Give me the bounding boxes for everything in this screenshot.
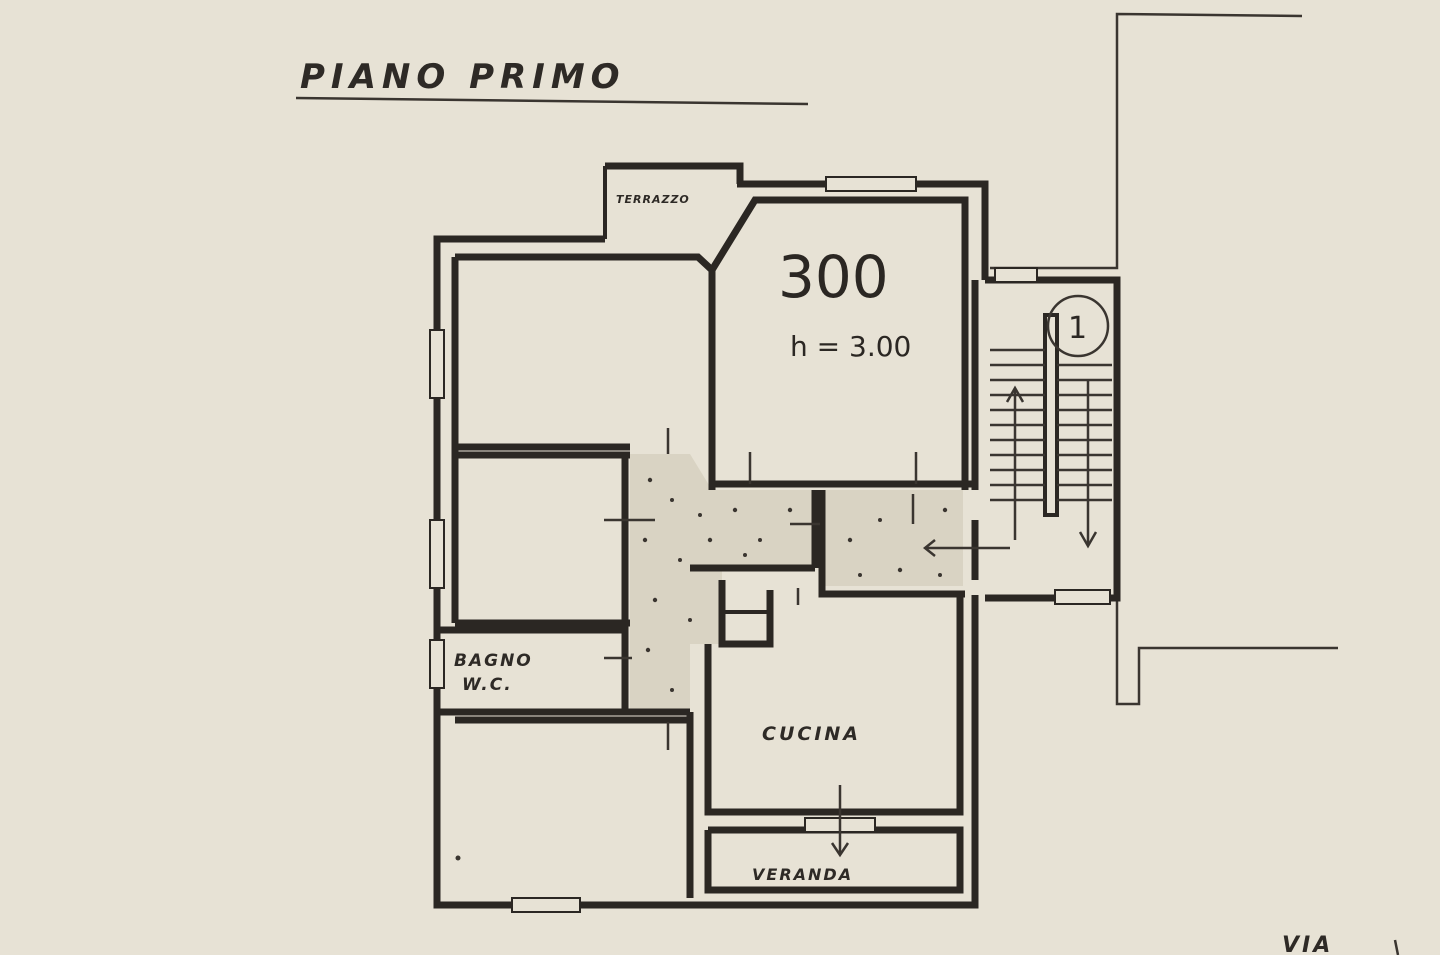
staircase xyxy=(990,294,1112,549)
floor-title: PIANO PRIMO xyxy=(300,57,626,97)
outer-walls xyxy=(433,162,1121,909)
bathroom-label: BAGNO xyxy=(454,651,533,671)
bathroom-label-wc: W.C. xyxy=(462,675,513,695)
boundary-line-top-right xyxy=(990,12,1303,270)
stray-mark xyxy=(455,855,461,861)
room-number: 300 xyxy=(778,243,889,311)
stair-marker: 1 xyxy=(1068,311,1087,346)
windows xyxy=(429,176,1111,913)
kitchen-label: CUCINA xyxy=(762,723,861,745)
corridor-hatching xyxy=(630,454,963,712)
edge-mark xyxy=(1393,939,1400,955)
ceiling-height: h = 3.00 xyxy=(790,330,911,363)
terrace-label: TERRAZZO xyxy=(616,193,690,206)
corridor-speckles xyxy=(642,477,948,692)
veranda-label: VERANDA xyxy=(752,865,853,884)
title-underline xyxy=(295,96,809,106)
street-label: VIA xyxy=(1282,933,1333,955)
boundary-line-right xyxy=(1115,598,1338,706)
door-marks xyxy=(604,428,1010,858)
